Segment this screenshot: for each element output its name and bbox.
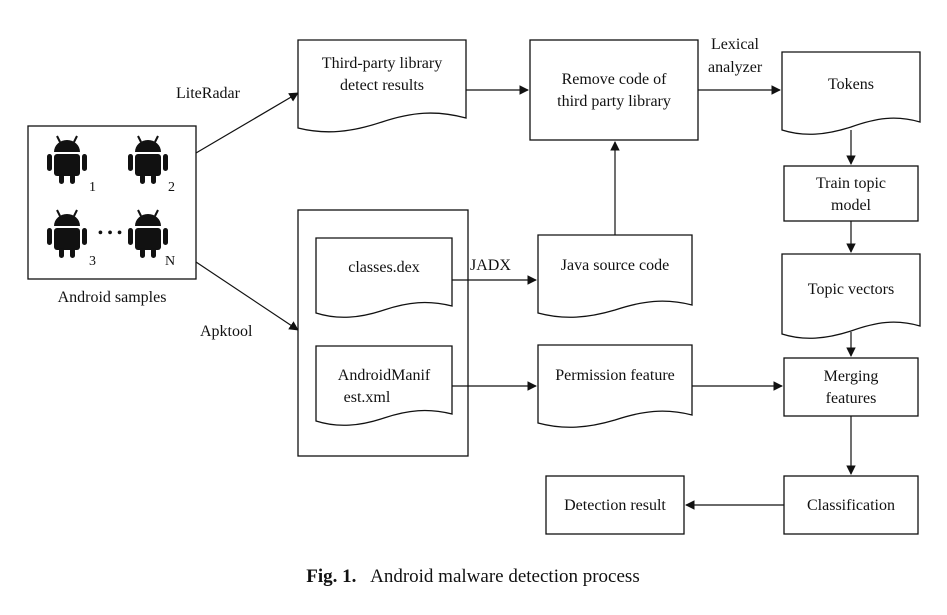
manifest-label: est.xml [344, 389, 391, 406]
remove-code-label: Remove code of [562, 71, 668, 88]
edge-apktool [195, 261, 299, 331]
merging-node [783, 357, 919, 417]
literadar-label: LiteRadar [176, 85, 241, 102]
third-party-results-label: detect results [340, 77, 424, 94]
train-topic-label: model [831, 197, 872, 214]
third-party-results-node [297, 39, 467, 133]
topic-vectors-label: Topic vectors [808, 281, 894, 298]
android-samples-label: Android samples [58, 289, 167, 306]
merging-label: Merging [824, 368, 879, 385]
manifest-node [315, 345, 453, 426]
manifest-label: AndroidManif [338, 367, 431, 384]
classes-dex-node [315, 237, 453, 318]
sample-number: 1 [89, 180, 96, 195]
caption-figure-number: Fig. 1. [306, 566, 356, 587]
remove-code-label: third party library [557, 93, 671, 110]
sample-number: 3 [89, 254, 96, 269]
sample-number: 2 [168, 180, 175, 195]
edge-literadar [195, 92, 299, 154]
apktool-label: Apktool [200, 323, 253, 340]
caption-text: Android malware detection process [370, 566, 640, 587]
lexical-label: analyzer [708, 59, 763, 76]
tokens-node [781, 51, 921, 135]
third-party-results-label: Third-party library [322, 55, 442, 72]
classification-node [783, 475, 919, 535]
topic-vectors-node [781, 253, 921, 339]
classification-label: Classification [807, 497, 895, 514]
permission-label: Permission feature [555, 367, 675, 384]
tokens-label: Tokens [828, 76, 874, 93]
train-topic-node [783, 165, 919, 222]
sample-number: N [165, 254, 175, 269]
merging-label: features [826, 390, 877, 407]
figure-caption: Fig. 1. Android malware detection proces… [306, 566, 639, 587]
lexical-label: Lexical [711, 36, 760, 53]
java-source-node [537, 234, 693, 318]
detection-result-node [545, 475, 685, 535]
train-topic-label: Train topic [816, 175, 886, 192]
remove-code-node [529, 39, 699, 141]
ellipsis: • • • [98, 225, 123, 242]
permission-node [537, 344, 693, 428]
jadx-label: JADX [470, 257, 511, 274]
android-samples-group: 1 2 3 N • • • Android samples [27, 125, 197, 306]
classes-dex-label: classes.dex [348, 259, 420, 276]
detection-result-label: Detection result [564, 497, 666, 514]
java-source-label: Java source code [561, 257, 669, 274]
